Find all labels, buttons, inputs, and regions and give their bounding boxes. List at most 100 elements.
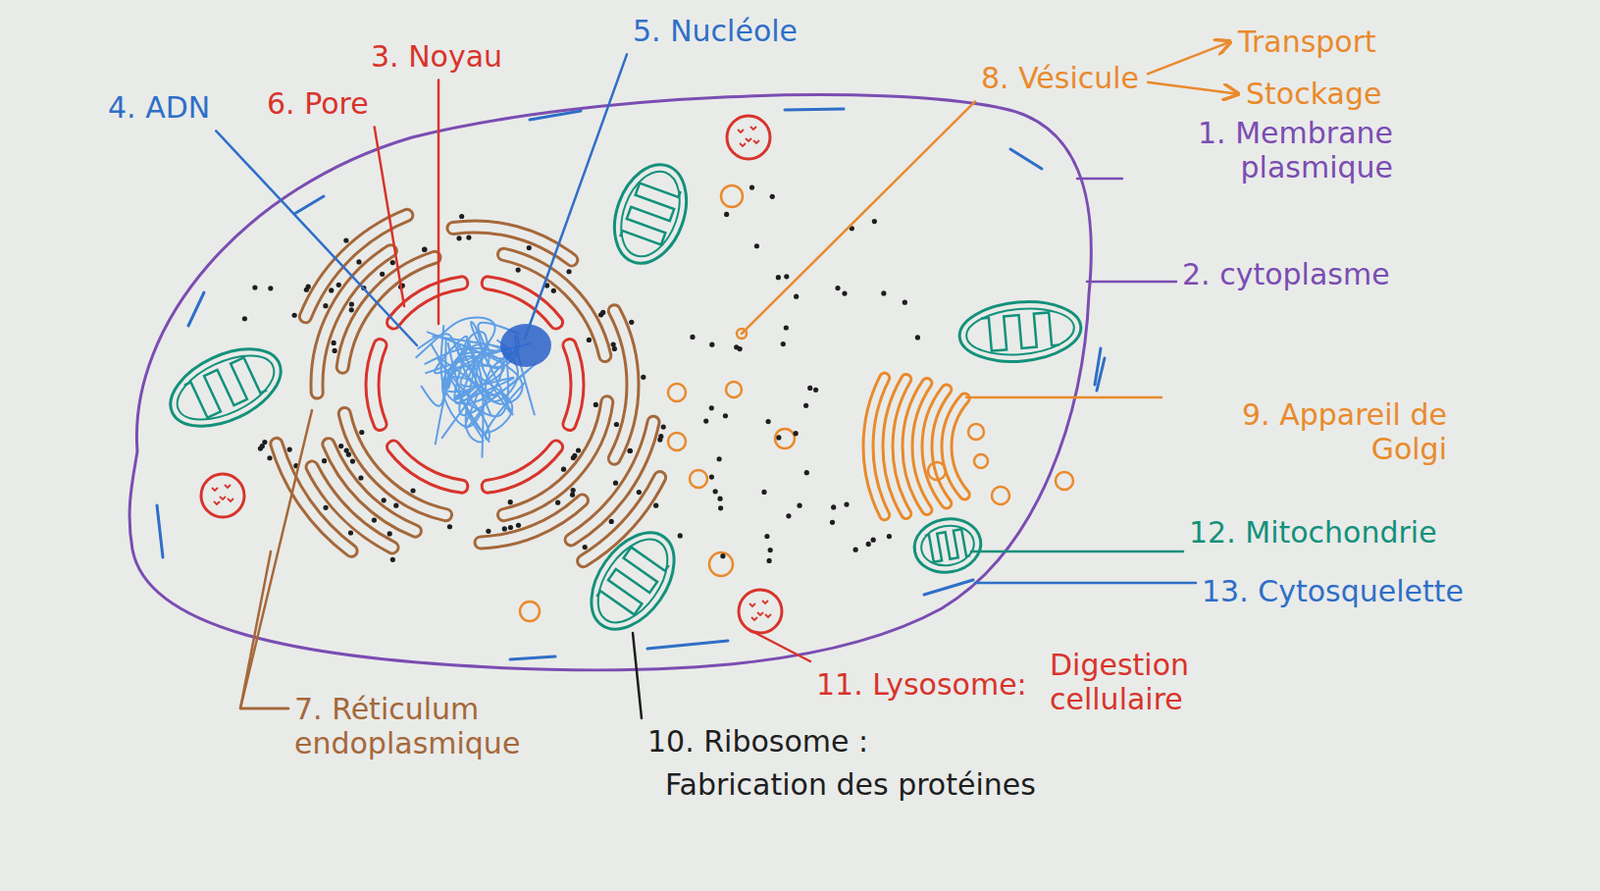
ribosome-dot — [306, 284, 311, 290]
ribosome-dot — [350, 458, 356, 464]
ribosome-dot — [336, 282, 342, 288]
ribosome-dot — [766, 418, 772, 424]
ribosome-dot — [242, 315, 248, 321]
ribosome-dot — [502, 525, 508, 531]
er-cisterna — [338, 408, 452, 521]
enzyme-mark — [745, 138, 752, 142]
function-arrow — [1146, 42, 1231, 75]
cytoskeleton-fiber — [188, 292, 205, 326]
part-label: 2. cytoplasme — [1182, 257, 1391, 292]
vesicle — [991, 486, 1010, 505]
part-label: 9. Appareil de Golgi — [1167, 397, 1447, 467]
ribosome-dot — [266, 455, 272, 461]
ribosome-dot — [796, 503, 802, 509]
part-label: Digestion cellulaire — [1049, 647, 1256, 718]
leader-line — [215, 130, 417, 346]
mito-inner — [167, 342, 284, 433]
vesicle — [668, 432, 686, 451]
ribosome-dot — [661, 423, 667, 429]
part-label: 8. Vésicule — [980, 60, 1139, 96]
enzyme-mark — [753, 140, 760, 144]
ribosome-dot — [718, 505, 723, 511]
cytoskeleton-fiber — [1010, 149, 1042, 169]
enzyme-mark — [765, 614, 772, 618]
ribosome-dot — [593, 402, 599, 408]
lysosomes — [201, 115, 782, 633]
lysosome-outline — [726, 115, 771, 159]
ribosome-dot — [829, 519, 835, 525]
ribosome-dot — [331, 340, 337, 346]
part-label: 1. Membrane plasmique — [1128, 115, 1394, 186]
ribosome-dot — [775, 274, 781, 280]
ribosome-dot — [764, 533, 770, 539]
part-label: 6. Pore — [266, 86, 369, 121]
ribosome-dot — [600, 309, 606, 315]
ribosome-dot — [703, 417, 709, 423]
vesicle — [928, 462, 946, 480]
golgi-cisterna — [902, 377, 932, 515]
ribosome-dot — [640, 374, 646, 380]
ribosome-dot — [785, 513, 791, 518]
nuclear-envelope — [386, 440, 467, 493]
ribosome-dot — [843, 502, 849, 508]
mitochondrion — [910, 514, 985, 578]
leader-line — [524, 53, 627, 339]
er-cisterna — [474, 494, 589, 549]
ribosome-dot — [717, 496, 723, 502]
ribosome-dot — [627, 448, 633, 454]
dna-strand — [441, 345, 492, 439]
ribosome-dot — [258, 446, 263, 452]
nuclear-envelope — [481, 276, 563, 329]
ribosome-dot — [749, 184, 755, 190]
vesicle — [721, 185, 743, 207]
part-label: 10. Ribosome : — [647, 723, 869, 759]
mitochondria — [158, 154, 1084, 645]
ribosome-dot — [287, 446, 293, 452]
mito-outer — [601, 154, 699, 274]
ribosome-dot — [902, 300, 908, 306]
nucleus — [365, 276, 584, 493]
er-cisterna — [270, 437, 358, 557]
ribosome-dot — [717, 456, 723, 462]
leader-line — [632, 632, 642, 719]
ribosome-dot — [456, 235, 462, 241]
ribosome-dot — [872, 218, 878, 224]
ribosome-dot — [713, 488, 719, 494]
mito-inner — [610, 162, 691, 264]
vesicle — [774, 428, 795, 449]
ribosome-dot — [393, 503, 399, 509]
ribosome-dot — [349, 301, 355, 307]
enzyme-mark — [750, 126, 757, 130]
ribosome-dot — [508, 499, 514, 505]
ribosome-dot — [575, 447, 581, 453]
ribosome-dot — [723, 211, 729, 217]
ribosome-dot — [628, 319, 634, 325]
part-label: 3. Noyau — [370, 39, 503, 74]
leader-line — [1077, 177, 1123, 181]
dna-strand — [417, 333, 514, 433]
enzyme-mark — [219, 496, 226, 500]
part-label: 5. Nucléole — [632, 13, 798, 49]
mito-cristae — [980, 311, 1060, 353]
ribosome-dot — [609, 518, 615, 524]
er-cisterna — [299, 208, 413, 322]
mito-inner — [583, 526, 681, 635]
ribosome-dot — [267, 285, 273, 291]
ribosome-dot — [381, 497, 387, 503]
ribosome-dot — [348, 529, 354, 535]
ribosome-dot — [871, 537, 877, 543]
enzyme-mark — [751, 617, 758, 620]
ribosome-dot — [775, 434, 781, 440]
er-cisterna — [306, 461, 399, 554]
leader-line — [240, 410, 312, 709]
ribosome-dot — [359, 429, 364, 435]
leader-line — [240, 551, 289, 709]
cytoskeleton-fiber — [1096, 358, 1105, 391]
mito-cristae — [925, 528, 971, 564]
ribosome-dot — [516, 522, 521, 528]
ribosome-dot — [636, 489, 642, 495]
golgi-cisterna — [882, 373, 912, 518]
ribosome-dot — [886, 533, 892, 539]
ribosome-dot — [390, 557, 396, 563]
enzyme-mark — [227, 498, 234, 502]
